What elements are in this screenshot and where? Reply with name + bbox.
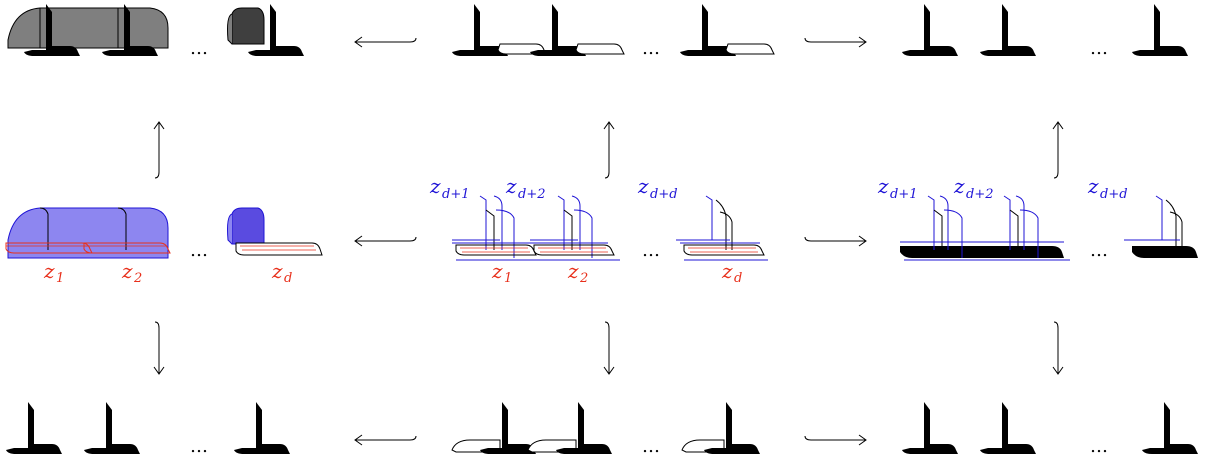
svg-text:d+d: d+d <box>1100 187 1128 202</box>
hook-arrow-middle-right <box>804 235 867 247</box>
svg-text:z: z <box>491 259 503 283</box>
svg-text:1: 1 <box>504 271 512 286</box>
hook-arrow-top-left <box>354 36 417 48</box>
svg-text:z: z <box>877 174 889 198</box>
label-z2-middle: z 2 <box>567 259 588 286</box>
svg-text:z: z <box>1087 174 1099 198</box>
hook-arrow-up-left <box>153 121 165 179</box>
svg-text:z: z <box>429 174 441 198</box>
ellipsis-4: … <box>190 240 208 261</box>
row-bottom: … … … <box>6 402 1198 457</box>
svg-text:d+2: d+2 <box>966 187 994 202</box>
svg-text:z: z <box>637 174 649 198</box>
svg-text:z: z <box>567 259 579 283</box>
svg-text:d+1: d+1 <box>890 187 918 202</box>
row-top: … … … <box>7 4 1188 59</box>
ellipsis-9: … <box>1090 436 1108 457</box>
svg-text:d: d <box>284 271 292 286</box>
cell-bottom-middle: … <box>451 402 760 457</box>
row-middle: … z 1 z 2 z d <box>5 174 1198 286</box>
label-zd2-right: z d+2 <box>953 174 994 202</box>
hook-arrow-up-middle <box>603 121 615 179</box>
svg-text:z: z <box>271 259 283 283</box>
svg-text:d: d <box>734 271 742 286</box>
label-zdd-right: z d+d <box>1087 174 1128 202</box>
svg-text:d+2: d+2 <box>518 187 546 202</box>
vertical-arrows-upper <box>153 121 1064 179</box>
label-zd1-right: z d+1 <box>877 174 918 202</box>
label-z1: z 1 <box>43 259 64 286</box>
svg-text:z: z <box>505 174 517 198</box>
label-zd2-middle: z d+2 <box>505 174 546 202</box>
ellipsis-5: … <box>642 240 660 261</box>
hook-arrow-down-right <box>1052 321 1064 375</box>
cell-top-right: … <box>902 4 1188 59</box>
hook-arrow-middle-left <box>354 235 417 247</box>
cell-middle-left: … z 1 z 2 z d <box>5 207 323 286</box>
cell-bottom-right: … <box>902 402 1198 457</box>
cell-bottom-left: … <box>6 402 290 457</box>
label-z2: z 2 <box>121 259 142 286</box>
svg-text:d+1: d+1 <box>442 187 470 202</box>
ellipsis-3: … <box>1090 38 1108 59</box>
svg-text:2: 2 <box>579 271 588 286</box>
svg-text:z: z <box>121 259 133 283</box>
label-z1-middle: z 1 <box>491 259 512 286</box>
svg-text:2: 2 <box>133 271 142 286</box>
svg-text:z: z <box>953 174 965 198</box>
ellipsis-2: … <box>642 38 660 59</box>
svg-text:1: 1 <box>56 271 64 286</box>
cell-top-middle: … <box>452 4 775 59</box>
hook-arrow-top-right <box>804 36 867 48</box>
ellipsis-6: … <box>1090 240 1108 261</box>
svg-text:z: z <box>43 259 55 283</box>
ellipsis-7: … <box>190 436 208 457</box>
cell-top-left: … <box>7 4 304 59</box>
ellipsis-1: … <box>190 38 208 59</box>
label-zd: z d <box>271 259 292 286</box>
ellipsis-8: … <box>642 436 660 457</box>
hook-arrow-down-left <box>153 321 165 375</box>
hook-arrow-up-right <box>1052 121 1064 179</box>
label-zdd-middle: z d+d <box>637 174 678 202</box>
svg-text:d+d: d+d <box>650 187 678 202</box>
cell-middle-middle: … z d+1 z d+2 z d+d z 1 <box>429 174 768 286</box>
label-zd-middle: z d <box>721 259 742 286</box>
label-zd1-middle: z d+1 <box>429 174 470 202</box>
vertical-arrows-lower <box>153 321 1064 375</box>
svg-text:z: z <box>721 259 733 283</box>
hook-arrow-down-middle <box>603 321 615 375</box>
hook-arrow-bottom-left <box>354 434 417 446</box>
cell-middle-right: … z d+1 z d+2 z d+d <box>877 174 1198 261</box>
hook-arrow-bottom-right <box>804 434 867 446</box>
